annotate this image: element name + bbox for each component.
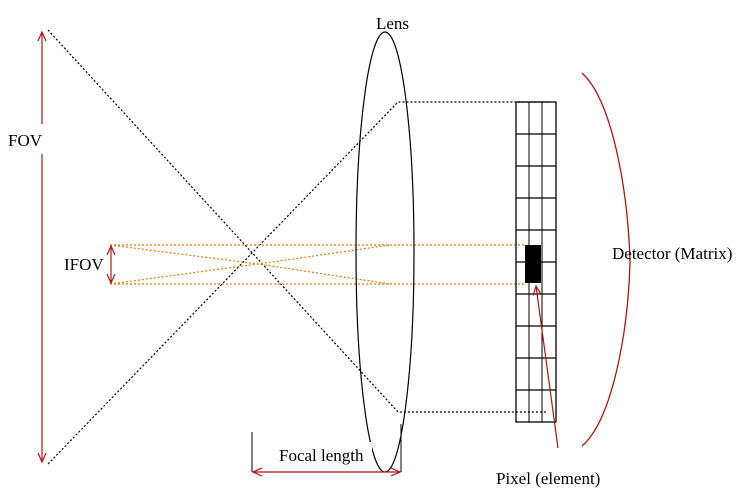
highlighted-pixel (525, 245, 541, 283)
detector-bracket (581, 72, 631, 447)
detector-label: Detector (Matrix) (612, 244, 732, 263)
pixel-pointer-arrow (536, 286, 559, 449)
lens (355, 31, 415, 473)
fov-label: FOV (8, 131, 43, 150)
focal-length-label: Focal length (279, 446, 364, 465)
fov-ray-upper (47, 29, 548, 413)
ifov-label: IFOV (64, 255, 104, 274)
pixel-label: Pixel (element) (496, 469, 600, 488)
detector-matrix (515, 101, 557, 423)
lens-label: Lens (376, 14, 409, 33)
fov-ray-lower (47, 101, 548, 465)
